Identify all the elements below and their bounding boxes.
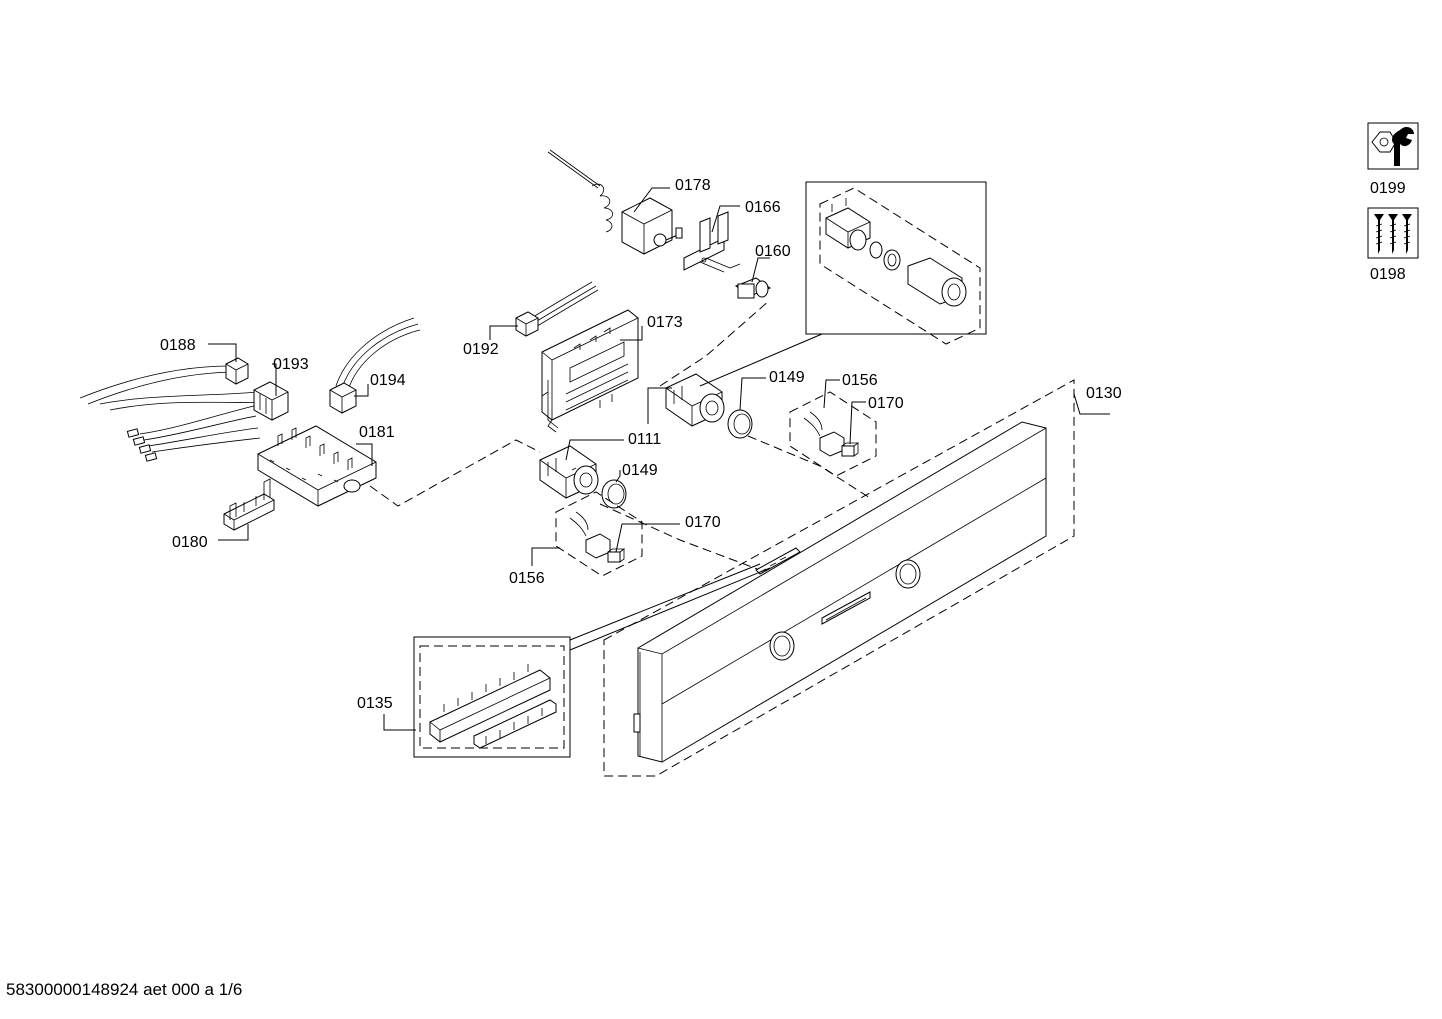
label-0173: 0173 (647, 314, 683, 331)
label-0180: 0180 (172, 534, 208, 551)
terminal-block-part[interactable] (257, 425, 377, 507)
label-0156-lower: 0156 (509, 570, 545, 587)
screws-icon[interactable] (1367, 207, 1419, 259)
sensor-group-lower[interactable] (555, 491, 643, 577)
label-0178: 0178 (675, 177, 711, 194)
label-0149-upper: 0149 (769, 369, 805, 386)
wiring-harness-part[interactable] (79, 357, 289, 462)
label-0194: 0194 (370, 372, 406, 389)
label-0170-lower: 0170 (685, 514, 721, 531)
clip-part[interactable] (223, 478, 275, 531)
rotary-switch-upper-part[interactable] (665, 373, 725, 427)
label-0199: 0199 (1370, 180, 1406, 197)
label-0188: 0188 (160, 337, 196, 354)
wrench-nut-icon[interactable] (1367, 122, 1419, 170)
bracket-part[interactable] (683, 211, 741, 273)
connector-0194-part[interactable] (329, 317, 421, 414)
label-0181: 0181 (359, 424, 395, 441)
label-0156-upper: 0156 (842, 372, 878, 389)
label-0193: 0193 (273, 356, 309, 373)
detail-box-touch-strip[interactable] (413, 636, 571, 758)
label-0149-lower: 0149 (622, 462, 658, 479)
document-footer: 58300000148924 aet 000 a 1/6 (6, 980, 243, 999)
label-0192: 0192 (463, 341, 499, 358)
rotary-switch-lower-part[interactable] (539, 445, 599, 499)
ring-upper-part[interactable] (727, 409, 753, 439)
ring-lower-part[interactable] (601, 479, 627, 509)
detail-box-knob (805, 181, 987, 345)
label-0111: 0111 (628, 431, 661, 448)
label-0130: 0130 (1086, 385, 1122, 402)
front-panel-part[interactable] (603, 379, 1075, 777)
label-0170-upper: 0170 (868, 395, 904, 412)
label-0198: 0198 (1370, 266, 1406, 283)
label-0160: 0160 (755, 243, 791, 260)
label-0135: 0135 (357, 695, 393, 712)
electronic-module-part[interactable] (541, 309, 639, 433)
sensor-group-upper[interactable] (789, 391, 877, 477)
thermostat-part[interactable] (547, 149, 683, 255)
label-0166: 0166 (745, 199, 781, 216)
connector-0192-part[interactable] (515, 281, 599, 337)
lamp-part[interactable] (734, 277, 772, 299)
